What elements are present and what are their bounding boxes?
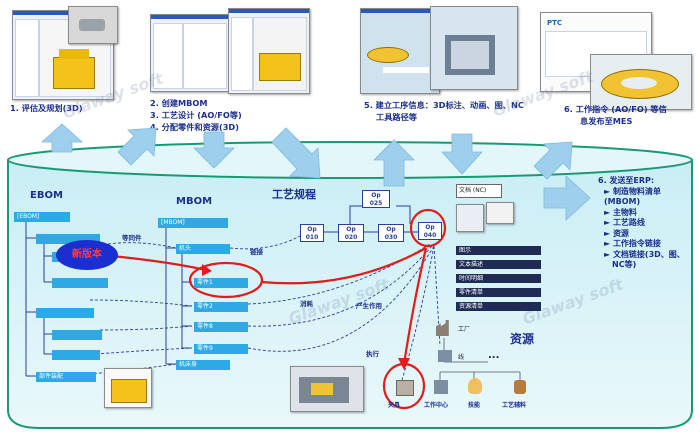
process-plan-title: 工艺规程: [272, 188, 316, 201]
step-6-label-line2: 息发布至MES: [580, 116, 633, 126]
step-5-label-line1: 5. 建立工序信息：3D标注、动画、图、NC: [364, 100, 524, 110]
resource-skill: 技能: [468, 402, 481, 409]
mbom-item-bed: 机床身: [176, 360, 230, 370]
arrow-diag-1: [117, 127, 157, 166]
line-icon: [438, 350, 452, 362]
op-row-parts[interactable]: 零件清单: [456, 288, 541, 297]
screenshot-mbom: [150, 14, 230, 92]
ebom-leaf: 部件装配: [36, 372, 96, 382]
ebom-node-6: [52, 350, 100, 360]
red-highlights: [111, 208, 447, 410]
op-row-text[interactable]: 文本描述: [456, 260, 541, 269]
consume-label: 消耗: [300, 300, 313, 308]
resource-material: 工艺辅料: [502, 402, 527, 409]
screenshot-process-design: [228, 8, 310, 94]
arrow-down-2: [441, 133, 483, 175]
erp-item-2: ► 主物料: [604, 207, 637, 217]
new-version-badge[interactable]: 新版本: [56, 240, 118, 270]
execute-label: 执行: [366, 350, 379, 358]
arrow-up-2: [373, 139, 415, 187]
fixture-icon: [396, 380, 414, 396]
op-thumb-1: [486, 202, 514, 224]
screenshot-animation: [430, 6, 518, 90]
ebom-node-3: [52, 278, 108, 288]
factory-label: 工厂: [458, 326, 471, 333]
screenshot-part-3d: [68, 6, 118, 44]
red-arrowheads: [202, 264, 410, 370]
op-row-time[interactable]: 时间明细: [456, 274, 541, 283]
arrow-right-1: [543, 175, 591, 221]
resource-workcenter: 工作中心: [424, 402, 449, 409]
line-label: 线: [458, 354, 465, 361]
mbom-item-head: 机头: [176, 244, 230, 254]
red-circle-op040: [409, 208, 447, 248]
arrow-diag-3: [533, 141, 573, 180]
step-3-label: 3. 工艺设计 (AO/FO等): [150, 110, 242, 120]
ptc-logo: PTC: [547, 19, 563, 27]
erp-title: 6. 发送至ERP:: [598, 176, 655, 185]
skill-icon: [468, 378, 482, 394]
erp-panel: 6. 发送至ERP: ► 制造物料清单 (MBOM) ► 主物料 ► 工艺路线 …: [598, 176, 696, 271]
erp-item-3: ► 工艺路线: [604, 218, 645, 227]
op-row-illustration[interactable]: 图示: [456, 246, 541, 255]
op-025[interactable]: Op 025: [362, 190, 390, 208]
mbom-item-part1: 零件1: [194, 278, 248, 288]
ellipsis-label: ...: [488, 350, 500, 361]
link-label: 链接: [250, 248, 263, 256]
erp-item-4: ► 资源: [604, 228, 629, 238]
op-030[interactable]: Op 030: [378, 224, 404, 242]
ebom-node-1: [36, 234, 100, 244]
erp-item-1: (MBOM): [604, 197, 641, 206]
mbom-item-part9: 零件9: [194, 344, 248, 354]
machine-image: [290, 366, 364, 412]
arrow-down-1: [193, 131, 235, 169]
op-020[interactable]: Op 020: [338, 224, 364, 242]
step-2-label: 2. 创建MBOM: [150, 98, 208, 108]
resource-title: 资源: [510, 332, 535, 346]
erp-item-5: ► 工作指令链接: [604, 239, 661, 248]
ebom-node-4: [36, 308, 94, 318]
step-4-label: 4. 分配零件和资源(3D): [150, 122, 239, 132]
dashed-links: [63, 235, 441, 381]
op-thumb-2: [456, 204, 484, 232]
mbom-item-part2: 零件2: [194, 302, 248, 312]
step-6-label-line1: 6. 工作指令 (AO/FO) 等信: [564, 104, 667, 114]
erp-item-6: ► 文档链接(3D、图、: [604, 249, 685, 259]
red-circle-part1: [188, 261, 264, 299]
mbom-title: MBOM: [176, 196, 213, 207]
ebom-root: [EBOM]: [14, 212, 70, 222]
ebom-node-5: [52, 330, 102, 340]
op-040[interactable]: Op 040: [418, 222, 442, 240]
equivalent-label: 等同件: [122, 234, 142, 242]
screenshot-disc: [590, 54, 692, 110]
cylinder-top: [7, 141, 693, 179]
ebom-assembly-image: [104, 368, 152, 408]
mbom-root: [MBOM]: [158, 218, 228, 228]
resource-fixture: 夹具: [388, 402, 401, 409]
ebom-title: EBOM: [30, 190, 63, 201]
erp-item-0: ► 制造物料清单: [604, 186, 661, 196]
screenshot-operation-info: [360, 8, 440, 94]
workcenter-icon: [434, 380, 448, 394]
arrow-diag-2: [271, 127, 321, 179]
step-1-label: 1. 评估及规划(3D): [10, 103, 83, 113]
arrow-up-1: [40, 123, 84, 153]
produce-label: 产生作用: [356, 302, 382, 310]
op-row-resources[interactable]: 资源清单: [456, 302, 541, 311]
flow-arrows: [40, 123, 591, 221]
material-icon: [514, 380, 526, 394]
op-nc-document[interactable]: 文档 (NC): [456, 184, 502, 198]
op-010[interactable]: Op 010: [300, 224, 324, 242]
mbom-item-part8: 零件8: [194, 322, 248, 332]
step-5-label-line2: 工具路径等: [376, 112, 417, 122]
erp-item-7: NC等): [612, 260, 637, 269]
